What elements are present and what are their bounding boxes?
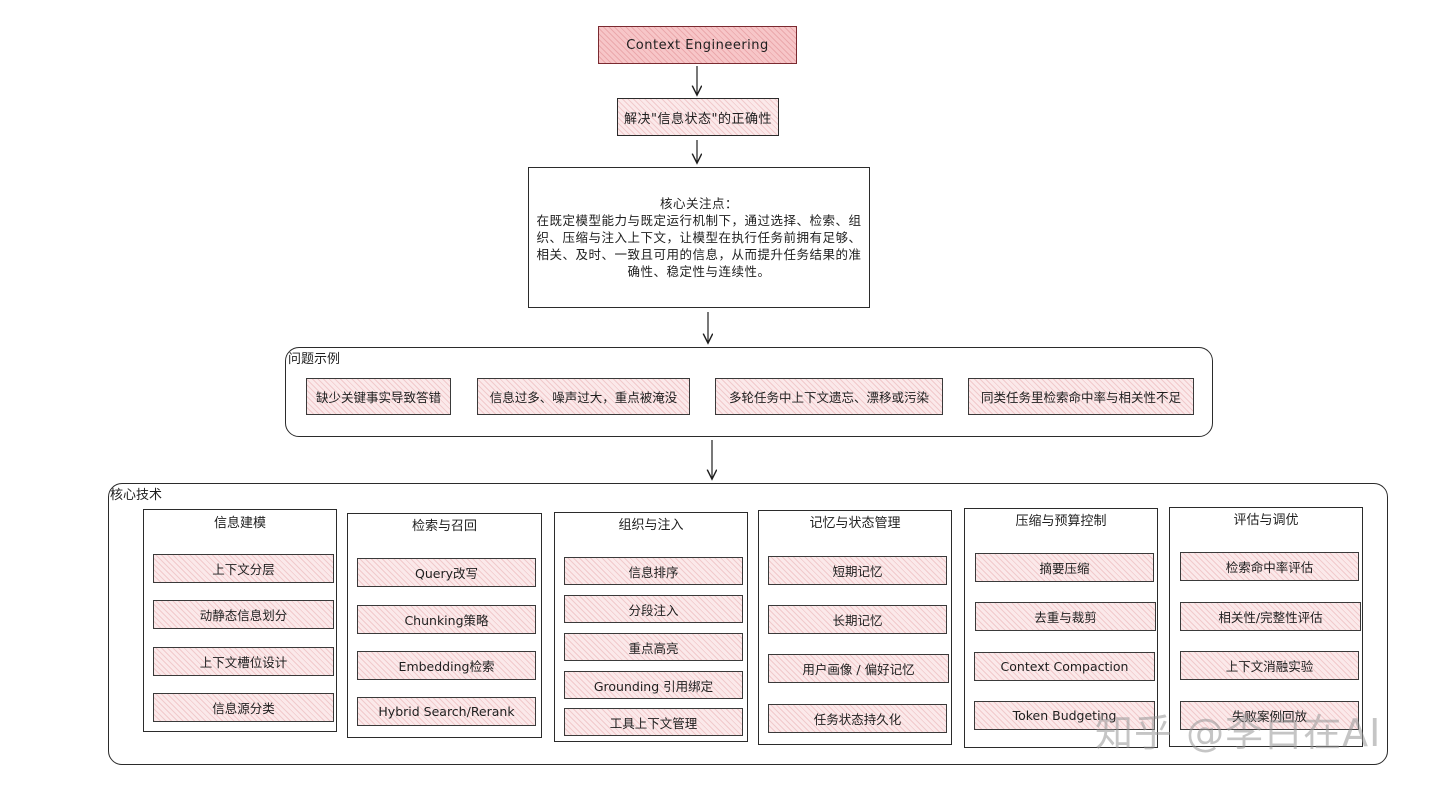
- problem-item: 同类任务里检索命中率与相关性不足: [968, 378, 1194, 415]
- column-title: 检索与召回: [411, 519, 477, 534]
- watermark: 知乎 @李白在AI: [1095, 711, 1382, 755]
- technique-item: 摘要压缩: [975, 553, 1154, 582]
- root-node: Context Engineering: [598, 26, 797, 64]
- technique-item: 用户画像 / 偏好记忆: [768, 654, 949, 683]
- root-label: Context Engineering: [626, 37, 769, 53]
- technique-item: 重点高亮: [564, 633, 743, 661]
- column-title: 评估与调优: [1233, 513, 1299, 528]
- core-focus-title: 核心关注点：: [659, 196, 738, 211]
- column-title: 压缩与预算控制: [1015, 514, 1107, 529]
- technique-item: Query改写: [357, 558, 536, 587]
- technique-item: 长期记忆: [768, 605, 947, 634]
- technique-column-modeling: 信息建模 上下文分层 动静态信息划分 上下文槽位设计 信息源分类: [143, 509, 337, 732]
- technique-column-evaluation: 评估与调优 检索命中率评估 相关性/完整性评估 上下文消融实验 失败案例回放: [1169, 507, 1363, 747]
- core-focus-line: 确性、稳定性与连续性。: [627, 264, 771, 279]
- technique-column-injection: 组织与注入 信息排序 分段注入 重点高亮 Grounding 引用绑定 工具上下…: [554, 512, 748, 742]
- core-focus-node: 核心关注点： 在既定模型能力与既定运行机制下，通过选择、检索、组 织、压缩与注入…: [528, 167, 870, 308]
- technique-item: Grounding 引用绑定: [564, 671, 743, 699]
- goal-label: 解决"信息状态"的正确性: [624, 111, 772, 127]
- technique-item: Chunking策略: [357, 605, 536, 634]
- technique-item: 信息源分类: [153, 693, 334, 722]
- goal-node: 解决"信息状态"的正确性: [617, 98, 779, 136]
- technique-item: Context Compaction: [974, 652, 1155, 681]
- technique-item: Embedding检索: [357, 651, 536, 680]
- techniques-group-label: 核心技术: [110, 488, 163, 503]
- technique-item: 去重与裁剪: [975, 602, 1156, 631]
- technique-item: 任务状态持久化: [768, 704, 947, 733]
- problem-item: 信息过多、噪声过大，重点被淹没: [477, 378, 690, 415]
- core-focus-line: 在既定模型能力与既定运行机制下，通过选择、检索、组: [536, 213, 862, 228]
- technique-item: Hybrid Search/Rerank: [357, 697, 536, 726]
- technique-item: 上下文槽位设计: [153, 647, 334, 676]
- technique-item: 短期记忆: [768, 556, 947, 585]
- technique-item: 分段注入: [564, 595, 743, 623]
- core-focus-line: 相关、及时、一致且可用的信息，从而提升任务结果的准: [536, 247, 862, 262]
- technique-column-memory: 记忆与状态管理 短期记忆 长期记忆 用户画像 / 偏好记忆 任务状态持久化: [758, 510, 952, 745]
- technique-item: Token Budgeting: [974, 701, 1155, 730]
- technique-item: 检索命中率评估: [1180, 552, 1359, 581]
- column-title: 记忆与状态管理: [809, 516, 901, 531]
- technique-column-compression: 压缩与预算控制 摘要压缩 去重与裁剪 Context Compaction To…: [964, 508, 1158, 748]
- technique-item: 相关性/完整性评估: [1180, 602, 1361, 631]
- technique-item: 信息排序: [564, 557, 743, 585]
- problem-item: 多轮任务中上下文遗忘、漂移或污染: [715, 378, 943, 415]
- technique-item: 动静态信息划分: [153, 600, 334, 629]
- core-focus-line: 织、压缩与注入上下文，让模型在执行任务前拥有足够、: [536, 230, 862, 245]
- technique-item: 工具上下文管理: [564, 708, 743, 736]
- column-title: 组织与注入: [618, 518, 684, 533]
- technique-item: 上下文消融实验: [1180, 651, 1359, 680]
- problems-group-label: 问题示例: [288, 352, 341, 367]
- column-title: 信息建模: [213, 516, 266, 531]
- technique-item: 上下文分层: [153, 554, 334, 583]
- problem-item: 缺少关键事实导致答错: [306, 378, 451, 415]
- technique-column-retrieval: 检索与召回 Query改写 Chunking策略 Embedding检索 Hyb…: [347, 513, 542, 738]
- technique-item: 失败案例回放: [1180, 701, 1359, 730]
